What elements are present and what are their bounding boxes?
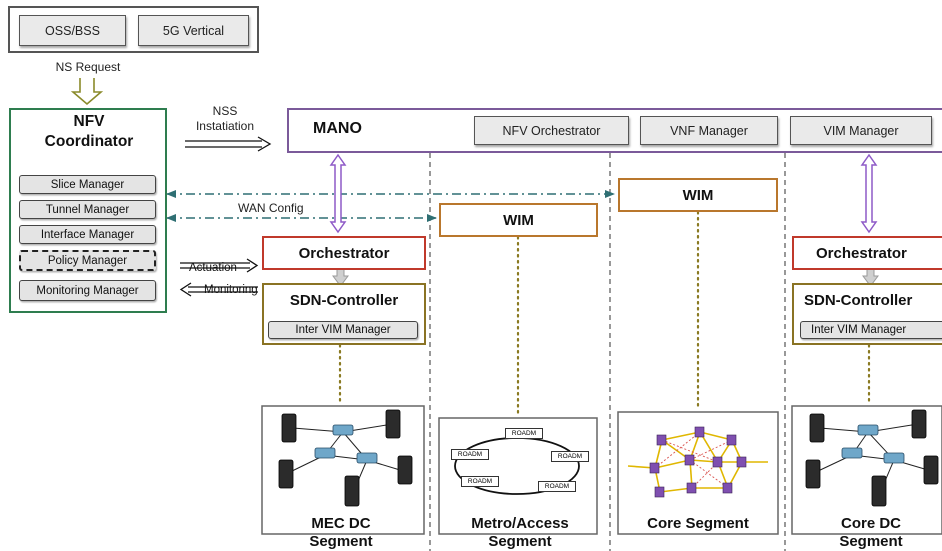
- mano-mec-arrow: [329, 153, 347, 234]
- roadm-node-top: ROADM: [505, 428, 543, 439]
- actuation-label: Actuation: [189, 262, 237, 274]
- monitoring-label: Monitoring: [204, 284, 258, 296]
- mano-title: MANO: [313, 120, 362, 137]
- nfv-orchestrator-box: NFV Orchestrator: [474, 116, 629, 145]
- interface-manager-item: Interface Manager: [19, 225, 156, 244]
- roadm-node-bottom-right: ROADM: [538, 481, 576, 492]
- roadm-node-left: ROADM: [451, 449, 489, 460]
- coredc-segment-label: Core DC Segment: [839, 515, 903, 550]
- metro-wim-box: WIM: [439, 203, 598, 237]
- slice-manager-item: Slice Manager: [19, 175, 156, 194]
- policy-manager-item: Policy Manager: [19, 250, 156, 271]
- core-mesh: [627, 426, 768, 498]
- roadm-node-bottom-left: ROADM: [461, 476, 499, 487]
- nss-instantiation-label: NSS Instatiation: [195, 104, 255, 133]
- nss-instantiation-arrow: [185, 136, 272, 152]
- monitoring-manager-item: Monitoring Manager: [19, 280, 156, 301]
- mec-inter-vim-manager: Inter VIM Manager: [268, 321, 418, 339]
- tunnel-manager-item: Tunnel Manager: [19, 200, 156, 219]
- coredc-sdn-controller-title: SDN-Controller: [804, 292, 913, 309]
- actuation-arrow: [180, 258, 259, 273]
- coredc-orchestrator-box: Orchestrator: [792, 236, 942, 270]
- top-group-border: [8, 6, 259, 53]
- monitoring-arrow: [179, 282, 258, 297]
- wan-config-label: WAN Config: [238, 201, 304, 215]
- mano-coredc-arrow: [860, 153, 878, 234]
- oss-bss-box: OSS/BSS: [19, 15, 126, 46]
- vnf-manager-box: VNF Manager: [640, 116, 778, 145]
- oss-bss-label: OSS/BSS: [45, 23, 100, 38]
- mec-sdn-controller-title: SDN-Controller: [289, 292, 399, 309]
- ns-request-arrow: [70, 78, 104, 106]
- mec-orchestrator-box: Orchestrator: [262, 236, 426, 270]
- coredc-inter-vim-manager: Inter VIM Manager: [800, 321, 942, 339]
- mec-network: [278, 409, 413, 507]
- metro-segment-label: Metro/Access Segment: [471, 515, 569, 550]
- core-wim-box: WIM: [618, 178, 778, 212]
- coredc-network: [805, 409, 939, 507]
- 5g-vertical-label: 5G Vertical: [162, 23, 225, 38]
- 5g-vertical-box: 5G Vertical: [138, 15, 249, 46]
- mec-segment-label: MEC DC Segment: [309, 515, 373, 550]
- ns-request-label: NS Request: [55, 60, 121, 74]
- roadm-node-right: ROADM: [551, 451, 589, 462]
- nfv-coordinator-title: NFV Coordinator: [44, 113, 134, 150]
- core-segment-label: Core Segment: [647, 515, 749, 532]
- vim-manager-box: VIM Manager: [790, 116, 932, 145]
- infra-dotted-lines: [338, 210, 871, 418]
